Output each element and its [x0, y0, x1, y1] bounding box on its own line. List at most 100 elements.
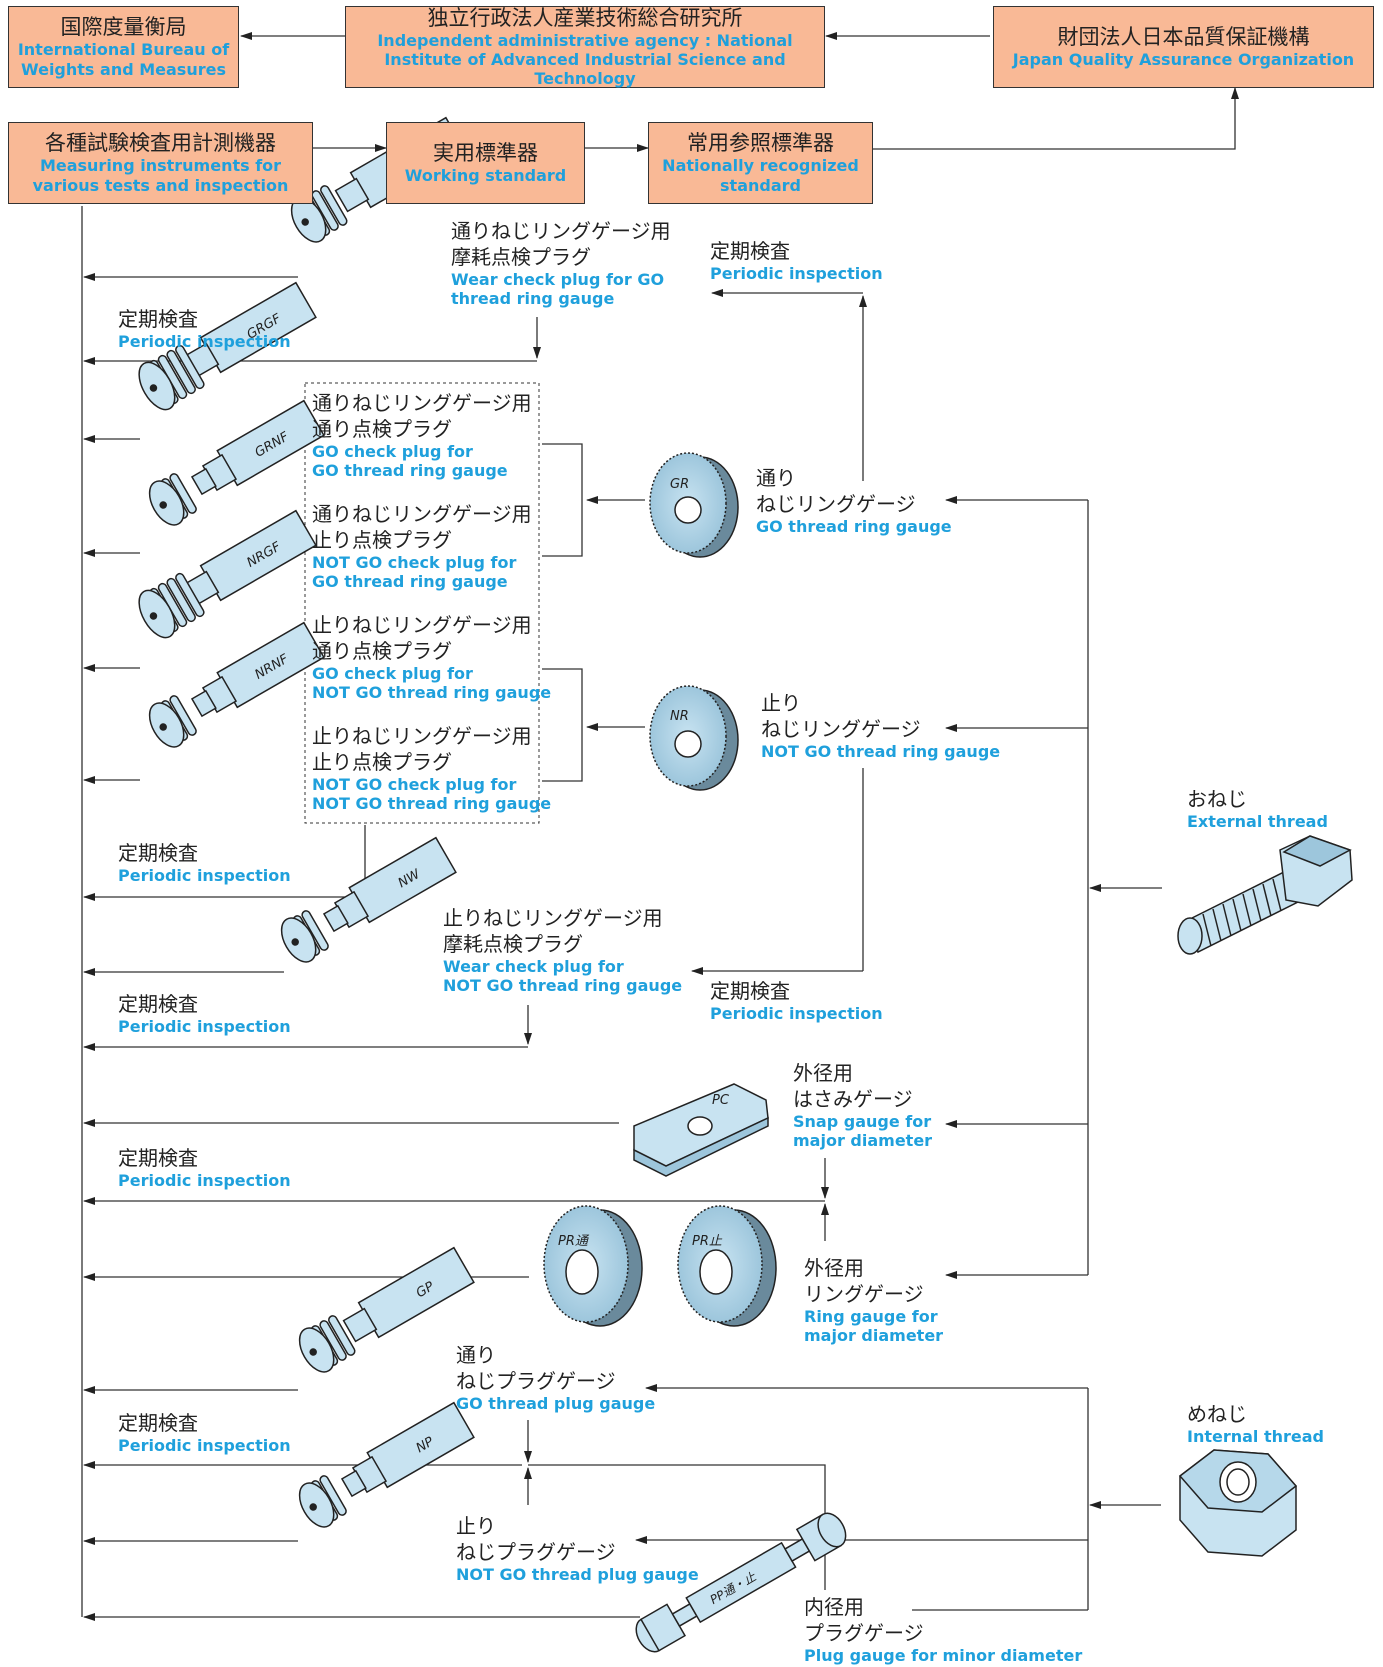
pp-jp-2: プラグゲージ	[804, 1621, 924, 1645]
pr-notgo-ring-icon: PR止	[677, 1205, 777, 1327]
bipm-box: 国際度量衡局 International Bureau of Weights a…	[8, 6, 239, 88]
reference-en-1: Nationally recognized	[662, 156, 859, 176]
periodic-label-6: 定期検査 Periodic inspection	[118, 1145, 291, 1190]
gr-jp-1: 通り	[756, 466, 796, 490]
gw-jp-2: 摩耗点検プラグ	[451, 245, 591, 269]
gr-jp-2: ねじリングゲージ	[756, 492, 916, 516]
gr-mark: GR	[670, 477, 689, 492]
periodic-jp: 定期検査	[118, 1411, 198, 1435]
periodic-en: Periodic inspection	[118, 866, 291, 885]
pc-snap-gauge-icon: PC	[633, 1083, 769, 1177]
check-plug-group-box	[304, 382, 540, 824]
gp-jp-2: ねじプラグゲージ	[456, 1369, 616, 1393]
periodic-label-3: 定期検査 Periodic inspection	[118, 840, 291, 885]
np-jp-1: 止り	[456, 1514, 496, 1538]
pp-en-1: Plug gauge for minor diameter	[804, 1646, 1083, 1665]
nrgf-jp-2: 通り点検プラグ	[312, 639, 452, 663]
gr-ring-icon: GR	[649, 452, 739, 558]
external-thread-en: External thread	[1187, 812, 1328, 831]
nr-jp-1: 止り	[761, 691, 801, 715]
pr-go-ring-icon: PR通	[543, 1205, 643, 1327]
reference-en-2: standard	[720, 175, 801, 195]
grnf-plug-icon: GRNF	[148, 399, 325, 526]
bipm-jp: 国際度量衡局	[60, 15, 187, 40]
gr-en-1: GO thread ring gauge	[756, 517, 952, 536]
pp-plug-gauge-icon: PP通・止	[635, 1512, 847, 1653]
external-thread-jp: おねじ	[1187, 787, 1247, 811]
grgf-plug-icon: GRGF	[138, 281, 317, 411]
pc-jp-1: 外径用	[793, 1061, 853, 1085]
aist-en-1: Independent administrative agency : Nati…	[377, 30, 793, 50]
nrgf-label: 止りねじリングゲージ用 通り点検プラグ GO check plug for NO…	[312, 612, 551, 702]
instruments-box: 各種試験検査用計測機器 Measuring instruments for va…	[8, 122, 313, 204]
internal-thread-label: めねじ Internal thread	[1187, 1401, 1324, 1446]
gw-en-1: Wear check plug for GO	[451, 270, 665, 289]
periodic-en: Periodic inspection	[118, 332, 291, 351]
pr-go-mark: PR通	[558, 1234, 590, 1249]
nrnf-jp-2: 止り点検プラグ	[312, 750, 452, 774]
periodic-jp: 定期検査	[710, 979, 790, 1003]
nrnf-plug-icon: NRNF	[148, 621, 325, 748]
periodic-en: Periodic inspection	[710, 1004, 883, 1023]
gp-label: 通り ねじプラグゲージ GO thread plug gauge	[456, 1342, 655, 1413]
instruments-en-2: various tests and inspection	[32, 175, 289, 195]
grnf-label: 通りねじリングゲージ用 止り点検プラグ NOT GO check plug fo…	[312, 501, 532, 591]
nrgf-plug-icon: NRGF	[138, 509, 317, 639]
pr-label: 外径用 リングゲージ Ring gauge for major diameter	[804, 1255, 943, 1345]
periodic-en: Periodic inspection	[710, 264, 883, 283]
connector-lines	[81, 32, 1239, 1621]
periodic-en: Periodic inspection	[118, 1171, 291, 1190]
reference-standard-box: 常用参照標準器 Nationally recognized standard	[648, 122, 873, 204]
nrgf-en-1: GO check plug for	[312, 664, 473, 683]
pr-notgo-mark: PR止	[692, 1234, 723, 1249]
nr-ring-icon: NR	[649, 685, 739, 791]
periodic-label-4: 定期検査 Periodic inspection	[710, 978, 883, 1023]
nw-label: 止りねじリングゲージ用 摩耗点検プラグ Wear check plug for …	[443, 905, 682, 995]
gr-label: 通り ねじリングゲージ GO thread ring gauge	[756, 465, 952, 536]
pc-en-2: major diameter	[793, 1131, 933, 1150]
instruments-en-1: Measuring instruments for	[39, 156, 282, 176]
nrnf-en-1: NOT GO check plug for	[312, 775, 517, 794]
periodic-jp: 定期検査	[118, 841, 198, 865]
nrnf-en-2: NOT GO thread ring gauge	[312, 794, 552, 813]
nw-en-1: Wear check plug for	[443, 957, 624, 976]
periodic-label-2: 定期検査 Periodic inspection	[710, 238, 883, 283]
bipm-en-2: Weights and Measures	[21, 59, 226, 79]
periodic-jp: 定期検査	[118, 307, 198, 331]
jqa-jp: 財団法人日本品質保証機構	[1057, 24, 1310, 49]
pr-jp-1: 外径用	[804, 1256, 864, 1280]
gp-plug-icon: GP	[298, 1246, 475, 1373]
grnf-jp-2: 止り点検プラグ	[312, 528, 452, 552]
grnf-en-1: NOT GO check plug for	[312, 553, 517, 572]
np-label: 止り ねじプラグゲージ NOT GO thread plug gauge	[456, 1513, 699, 1584]
pc-mark: PC	[712, 1093, 730, 1108]
external-thread-label: おねじ External thread	[1187, 786, 1328, 831]
nut-icon	[1178, 1449, 1298, 1557]
gp-jp-1: 通り	[456, 1343, 496, 1367]
working-jp: 実用標準器	[433, 140, 538, 165]
pr-en-2: major diameter	[804, 1326, 944, 1345]
bolt-icon	[1177, 835, 1353, 955]
gp-en-1: GO thread plug gauge	[456, 1394, 656, 1413]
nw-plug-icon: NW	[280, 836, 457, 963]
pp-label: 内径用 プラグゲージ Plug gauge for minor diameter	[804, 1594, 1082, 1665]
periodic-en: Periodic inspection	[118, 1436, 291, 1455]
pr-jp-2: リングゲージ	[804, 1282, 924, 1306]
np-plug-icon: NP	[298, 1401, 475, 1528]
nrgf-en-2: NOT GO thread ring gauge	[312, 683, 552, 702]
nw-jp-1: 止りねじリングゲージ用	[443, 906, 663, 930]
gw-jp-1: 通りねじリングゲージ用	[451, 219, 671, 243]
nrnf-label: 止りねじリングゲージ用 止り点検プラグ NOT GO check plug fo…	[312, 723, 551, 813]
jqa-en-1: Japan Quality Assurance Organization	[1012, 50, 1355, 69]
nr-label: 止り ねじリングゲージ NOT GO thread ring gauge	[761, 690, 1000, 761]
nrgf-jp-1: 止りねじリングゲージ用	[312, 613, 532, 637]
nr-jp-2: ねじリングゲージ	[761, 717, 921, 741]
np-en-1: NOT GO thread plug gauge	[456, 1565, 699, 1584]
nr-en-1: NOT GO thread ring gauge	[761, 742, 1001, 761]
aist-jp: 独立行政法人産業技術総合研究所	[427, 5, 743, 30]
aist-en-2: Institute of Advanced Industrial Science…	[384, 50, 786, 89]
np-jp-2: ねじプラグゲージ	[456, 1540, 616, 1564]
periodic-label-7: 定期検査 Periodic inspection	[118, 1410, 291, 1455]
grnf-en-2: GO thread ring gauge	[312, 572, 508, 591]
